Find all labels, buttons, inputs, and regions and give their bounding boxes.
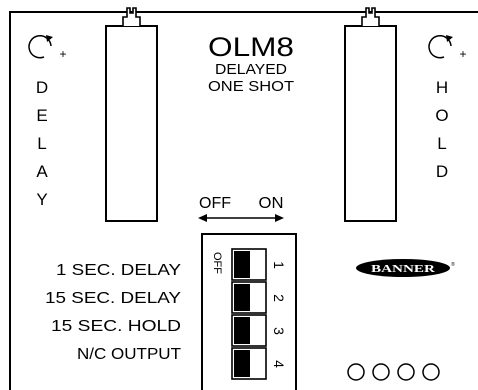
registered-mark: ® xyxy=(451,261,455,268)
hold-plus-sign: + xyxy=(459,47,466,61)
function-label-4: N/C OUTPUT xyxy=(77,346,181,363)
dip-number-4: 4 xyxy=(271,360,287,368)
switch-off-label: OFF xyxy=(199,195,231,212)
switch-function-labels: 1 SEC. DELAY 15 SEC. DELAY 15 SEC. HOLD … xyxy=(45,262,181,363)
dip-off-label: OFF xyxy=(211,252,223,274)
indicator-led xyxy=(372,363,390,381)
hold-letter: H xyxy=(436,78,448,97)
delay-letter: E xyxy=(36,106,47,125)
function-label-2: 15 SEC. DELAY xyxy=(45,290,181,307)
delay-letter: D xyxy=(36,78,48,97)
module-outline xyxy=(9,11,478,390)
dip-number-2: 2 xyxy=(271,294,287,302)
hold-clockwise-icon xyxy=(428,34,453,59)
delay-clockwise-icon xyxy=(28,34,53,59)
model-subtitle-line1: DELAYED xyxy=(215,61,287,78)
delay-potentiometer[interactable] xyxy=(105,7,158,222)
delay-letter: L xyxy=(37,134,46,153)
dip-number-3: 3 xyxy=(271,327,287,335)
hold-potentiometer[interactable] xyxy=(344,7,397,222)
hold-pot-tab xyxy=(361,7,380,26)
hold-pot-body xyxy=(344,25,397,222)
switch-on-label: ON xyxy=(259,195,284,212)
indicator-led xyxy=(397,363,415,381)
model-subtitle-line2: ONE SHOT xyxy=(208,78,294,95)
dip-toggle-2[interactable] xyxy=(231,281,267,314)
delay-letter: A xyxy=(36,162,48,181)
dip-switch[interactable]: OFF 1 2 3 4 xyxy=(201,233,297,390)
hold-label: H O L D xyxy=(435,78,448,181)
indicator-leds xyxy=(347,363,440,381)
function-label-3: 15 SEC. HOLD xyxy=(51,318,181,335)
delay-pot-tab xyxy=(122,7,141,26)
delay-letter: Y xyxy=(36,190,47,209)
hold-letter: O xyxy=(435,106,448,125)
dip-toggle-1[interactable] xyxy=(231,248,267,281)
hold-letter: L xyxy=(437,134,446,153)
double-arrow-icon xyxy=(198,214,284,222)
dip-toggle-4[interactable] xyxy=(231,347,267,380)
model-title: OLM8 xyxy=(208,32,294,62)
function-label-1: 1 SEC. DELAY xyxy=(56,262,181,279)
hold-letter: D xyxy=(436,162,448,181)
delay-plus-sign: + xyxy=(59,47,66,61)
delay-label: D E L A Y xyxy=(36,78,48,209)
banner-logo: BANNER ® xyxy=(356,259,455,277)
banner-logo-text: BANNER xyxy=(371,264,436,275)
indicator-led xyxy=(347,363,365,381)
dip-number-1: 1 xyxy=(271,261,287,269)
dip-toggle-3[interactable] xyxy=(231,314,267,347)
delay-pot-body xyxy=(105,25,158,222)
indicator-led xyxy=(422,363,440,381)
